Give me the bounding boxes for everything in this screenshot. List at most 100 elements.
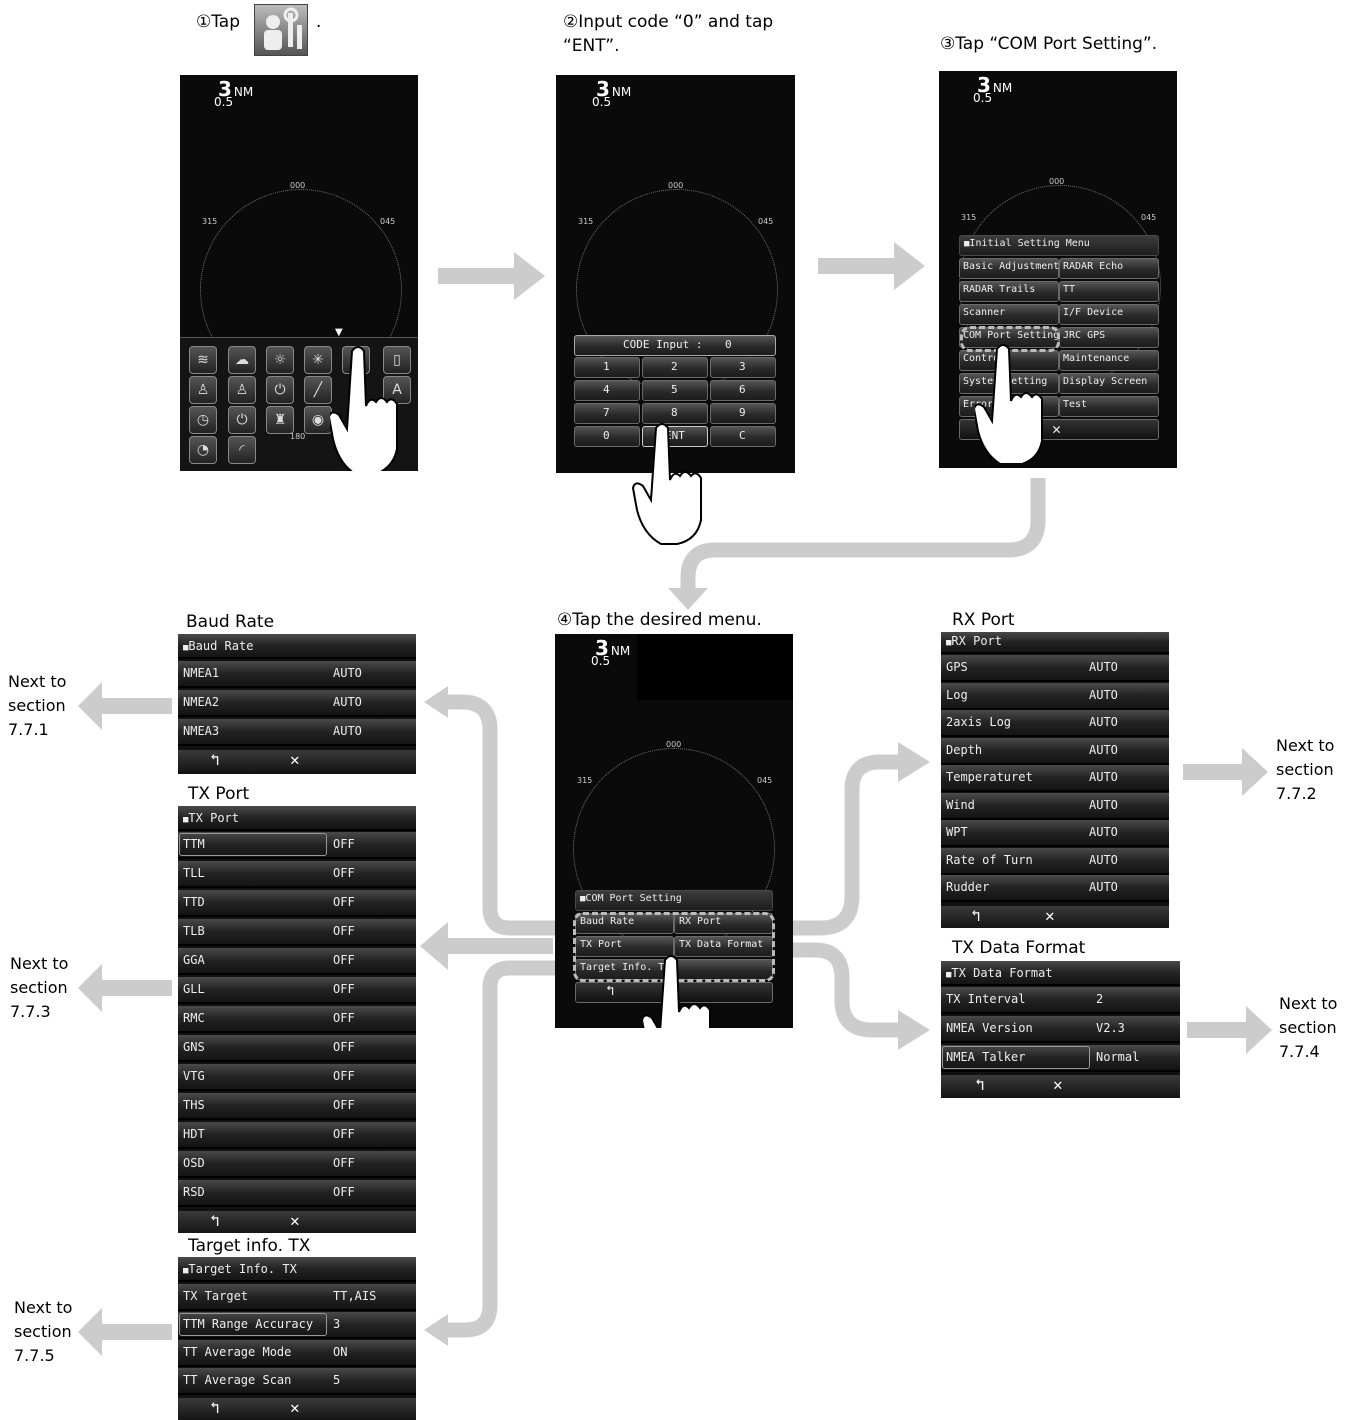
sea-clutter-icon[interactable]: ≋ [189,346,217,374]
row-value: OFF [333,895,355,909]
baud-rate-caption: Baud Rate [186,610,274,634]
bearing-045: 045 [380,217,395,226]
key-4[interactable]: 4 [574,380,640,401]
close-button[interactable]: ✕ [1045,906,1055,925]
next-section-7-7-4: Next to section 7.7.4 [1279,992,1337,1064]
key-0[interactable]: 0 [574,426,640,447]
row-label: Wind [946,798,975,812]
tx-port-panel: TX Port TTMOFFTLLOFFTTDOFFTLBOFFGGAOFFGL… [178,806,416,1233]
sweep-icon[interactable]: ◔ [189,436,217,464]
code-input-field[interactable]: CODE Input :0 [574,335,776,356]
menu-tt[interactable]: TT [1059,281,1159,302]
key-6[interactable]: 6 [710,380,776,401]
next-section-7-7-5: Next to section 7.7.5 [14,1296,72,1368]
txport-row[interactable]: TTD OFF [178,890,416,917]
menu-radar-trails[interactable]: RADAR Trails [959,281,1059,302]
tapping-hand-icon [632,420,707,546]
menu-maintenance[interactable]: Maintenance [1059,350,1159,371]
back-button[interactable]: ↰ [971,906,981,925]
menu-basic-adjustment[interactable]: Basic Adjustment [959,258,1059,279]
row-value: AUTO [1089,743,1118,757]
bearing-315: 315 [577,776,592,785]
panel-title: Target Info. TX [178,1257,416,1282]
row-label: OSD [183,1156,205,1170]
back-button[interactable]: ↰ [210,1211,220,1230]
panel-footer: ↰✕ [941,1075,1180,1097]
timer-icon[interactable]: ◷ [189,406,217,434]
key-2[interactable]: 2 [642,357,708,378]
radar-screen-3: 3NM0.5 000 315 045 Initial Setting Menu … [939,71,1177,468]
row-label: WPT [946,825,968,839]
brightness-icon[interactable]: ☼ [266,346,294,374]
key-3[interactable]: 3 [710,357,776,378]
power-icon[interactable]: ⏻ [228,406,256,434]
key-9[interactable]: 9 [710,403,776,424]
close-button[interactable]: ✕ [290,750,300,769]
menu-if-device[interactable]: I/F Device [1059,304,1159,325]
key-c[interactable]: C [710,426,776,447]
row-label: TTD [183,895,205,909]
key-5[interactable]: 5 [642,380,708,401]
line-icon[interactable]: ╱ [304,376,332,404]
user1-icon[interactable]: ♙ [189,376,217,404]
next-section-7-7-3: Next to section 7.7.3 [10,952,68,1024]
back-button[interactable]: ↰ [210,750,220,769]
bearing-315: 315 [202,217,217,226]
next-section-7-7-1: Next to section 7.7.1 [8,670,66,742]
rain-clutter-icon[interactable]: ☁ [228,346,256,374]
menu-test[interactable]: Test [1059,396,1159,417]
menu-jrc-gps[interactable]: JRC GPS [1059,327,1159,348]
off-icon[interactable]: ⏻ [266,376,294,404]
menu-scanner[interactable]: Scanner [959,304,1059,325]
menu-radar-echo[interactable]: RADAR Echo [1059,258,1159,279]
alarm-icon[interactable]: ♜ [266,406,294,434]
key-7[interactable]: 7 [574,403,640,424]
trail-icon[interactable]: ◜ [228,436,256,464]
settings-tool-icon [254,4,308,56]
night-mode-icon[interactable]: ✳ [304,346,332,374]
back-button[interactable]: ↰ [210,1398,220,1417]
location-pin-icon[interactable]: ◉ [304,406,332,434]
radar-screen-2: 3NM0.5 000 315 045 CODE Input :0 1 2 3 4… [556,75,795,473]
close-button[interactable]: ✕ [290,1211,300,1230]
menu-title: Initial Setting Menu [959,235,1159,256]
close-button[interactable]: ✕ [1053,1075,1063,1094]
key-1[interactable]: 1 [574,357,640,378]
user2-icon[interactable]: ♙ [228,376,256,404]
menu-display-screen[interactable]: Display Screen [1059,373,1159,394]
close-button[interactable]: ✕ [290,1398,300,1417]
tapping-hand-icon [643,952,713,1028]
back-button[interactable]: ↰ [975,1075,985,1094]
